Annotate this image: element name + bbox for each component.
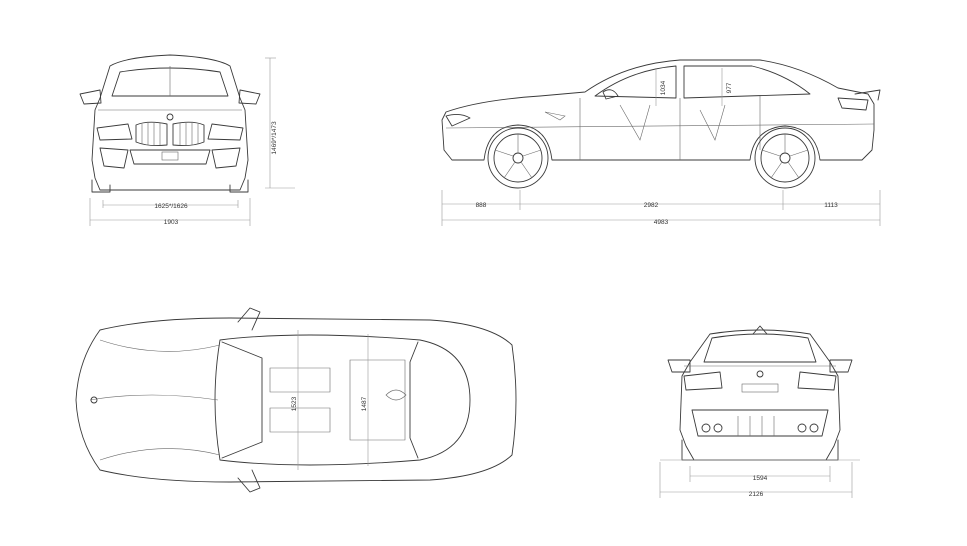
front-overhang-label: 888 [476, 202, 487, 209]
bmw-logo-icon [756, 370, 764, 378]
exhaust-tip-icon [809, 423, 819, 433]
front-headroom-label: 1034 [660, 80, 667, 95]
front-height-label: 1469*/1473 [271, 121, 278, 155]
rear-wheel [754, 127, 816, 189]
kidney-grille-left [135, 121, 168, 147]
rear-shoulder-label: 1487 [361, 396, 368, 411]
front-track-label: 1625*/1626 [154, 203, 188, 210]
bmw-logo-icon [166, 113, 174, 121]
rear-view [667, 325, 853, 461]
kidney-grille-right [172, 121, 205, 147]
wheelbase-label: 2982 [644, 202, 659, 209]
rear-dimensions: 1594 2126 [659, 459, 860, 498]
mirror-width-label: 2126 [749, 491, 764, 498]
side-dimensions: 888 2982 1113 4983 [441, 190, 881, 226]
rear-headroom-label: 977 [726, 82, 733, 93]
front-width-label: 1903 [164, 219, 179, 226]
side-view: 1034 977 [441, 59, 881, 189]
rear-track-label: 1594 [753, 475, 768, 482]
exhaust-tip-icon [797, 423, 807, 433]
front-dimensions: 1469*/1473 1625*/1626 1903 [89, 57, 295, 226]
side-mirror [602, 89, 619, 100]
bmw-logo-icon [90, 396, 98, 404]
exhaust-tip-icon [713, 423, 723, 433]
front-wheel [487, 127, 549, 189]
length-label: 4983 [654, 219, 669, 226]
front-shoulder-label: 1523 [291, 396, 298, 411]
front-view [79, 54, 261, 193]
exhaust-tip-icon [701, 423, 711, 433]
top-view: 1523 1487 [75, 307, 517, 493]
rear-overhang-label: 1113 [824, 202, 838, 209]
